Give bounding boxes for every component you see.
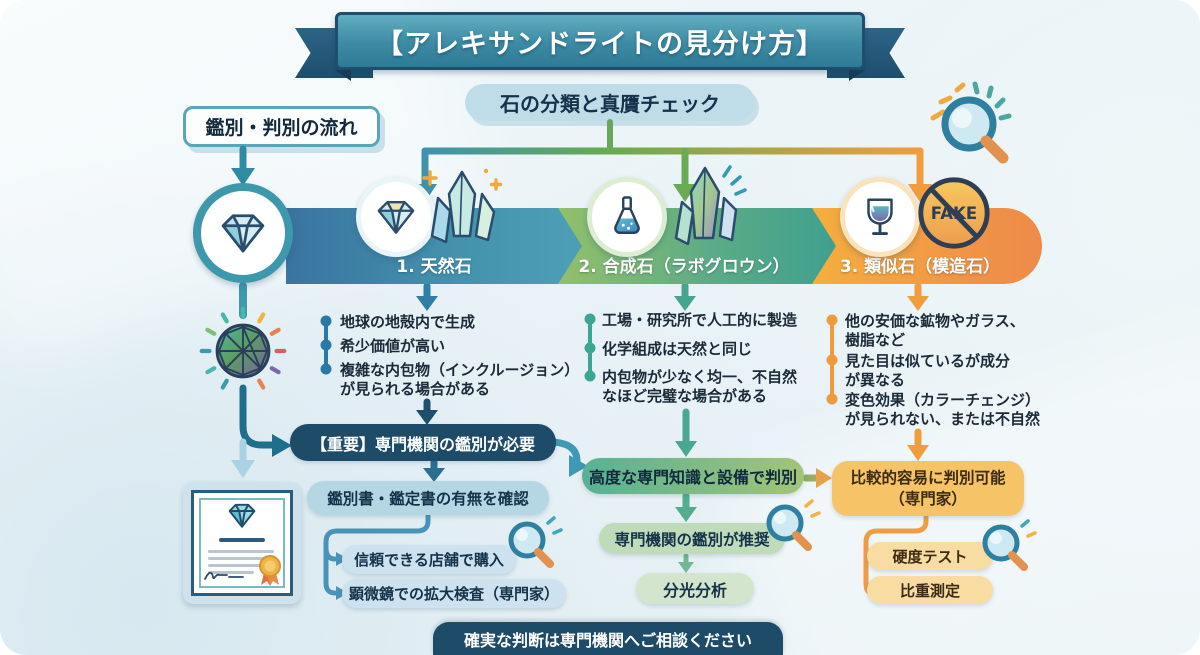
column3-main-step: 比較的容易に判別可能 （専門家） [832,461,1024,516]
column2-main-step: 高度な専門知識と設備で判別 [582,458,804,494]
column3-substep-gravity: 比重測定 [867,576,993,604]
diamond-icon [377,200,415,234]
footer-note: 確実な判断は専門機関へご相談ください [433,622,783,655]
column1-bullet-connector [320,315,332,375]
certificate-text-line [208,564,274,567]
title-ribbon: 【アレキサンドライトの見分け方】 [295,8,905,82]
certificate-text-line [208,557,274,560]
column1-important-step: 【重要】専門機関の鑑別が必要 [290,424,556,461]
sparkle-icon [422,170,503,191]
column2-analysis-step: 分光分析 [636,573,754,604]
column1-medallion [356,177,436,257]
subtitle-label: 石の分類と真贋チェック [465,84,755,121]
column1-check-step: 鑑別書・鑑定書の有無を確認 [307,481,549,515]
certificate-frame [191,490,293,596]
column3-header: 3. 類似石（模造石） [839,257,1001,277]
magnifier-icon [766,499,821,551]
diamond-icon [228,503,256,528]
column2-bullet-3: 内包物が少なく均一、不自然 なほど完璧な場合がある [602,368,798,406]
fake-badge-icon: FAKE [918,177,990,249]
flow-label: 鑑別・判別の流れ [183,106,380,147]
column1-bullet-3: 複雑な内包物（インクルージョン） が見られる場合がある [340,361,580,399]
signature-icon [204,571,244,580]
column1-substep-microscope: 顕微鏡での拡大検査（専門家） [342,579,566,608]
magnifier-icon [982,519,1037,571]
column3-medallion [840,177,920,257]
column2-pre-main-arrow [675,408,697,457]
magnifier-icon [930,81,1012,164]
column3-bullet-2: 見た目は似ているが成分 が異なる [845,352,1011,390]
column2-main-to-recommend-arrow [675,492,697,522]
column3-bullet-1: 他の安価な鉱物やガラス、 樹脂など [845,312,1025,350]
column2-bullet-2: 化学組成は天然と同じ [602,340,753,358]
column1-header: 1. 天然石 [396,257,472,277]
alexandrite-gem-icon [199,306,287,390]
column1-arrow-to-important [416,398,438,425]
diamond-icon [221,214,265,253]
column3-bullet-connector [826,314,838,405]
column2-recommend-to-analysis-arrow [678,553,694,573]
column2-bullet-1: 工場・研究所で人工的に製造 [602,311,798,329]
magnifier-icon [508,516,563,568]
crystal-cluster-icon [422,168,503,244]
column1-bullet-2: 希少価値が高い [340,337,446,355]
column1-substep-shop: 信頼できる店舗で購入 [342,545,516,574]
fake-badge-label: FAKE [931,204,977,223]
flask-icon [614,196,640,234]
page-title: 【アレキサンドライトの見分け方】 [335,12,865,70]
certificate-text-line [208,550,274,553]
column2-medallion [587,177,667,257]
column2-header: 2. 合成石（ラボグロウン） [578,257,790,277]
certificate-inner-border [199,498,285,588]
ribbon-fold [335,70,351,81]
column1-bullet-1: 地球の地殻内で生成 [340,313,476,331]
glass-goblet-icon [867,198,893,235]
certificate-text-line [208,571,254,574]
column3-bullet-3: 変色効果（カラーチェンジ） が見られない、または不自然 [845,391,1041,429]
gold-seal-icon [259,555,281,586]
certificate-title-bar [219,538,265,542]
sparkle-icon [722,165,747,196]
crystal-icon [674,165,747,246]
column1-arrow-important-to-check [423,458,445,482]
flow-start-medallion [193,183,293,283]
band-bottom-arrows [416,282,929,311]
ribbon-fold [849,70,865,81]
certificate-icon [183,482,301,604]
column2-recommend-step: 専門機関の鑑別が推奨 [599,523,785,554]
